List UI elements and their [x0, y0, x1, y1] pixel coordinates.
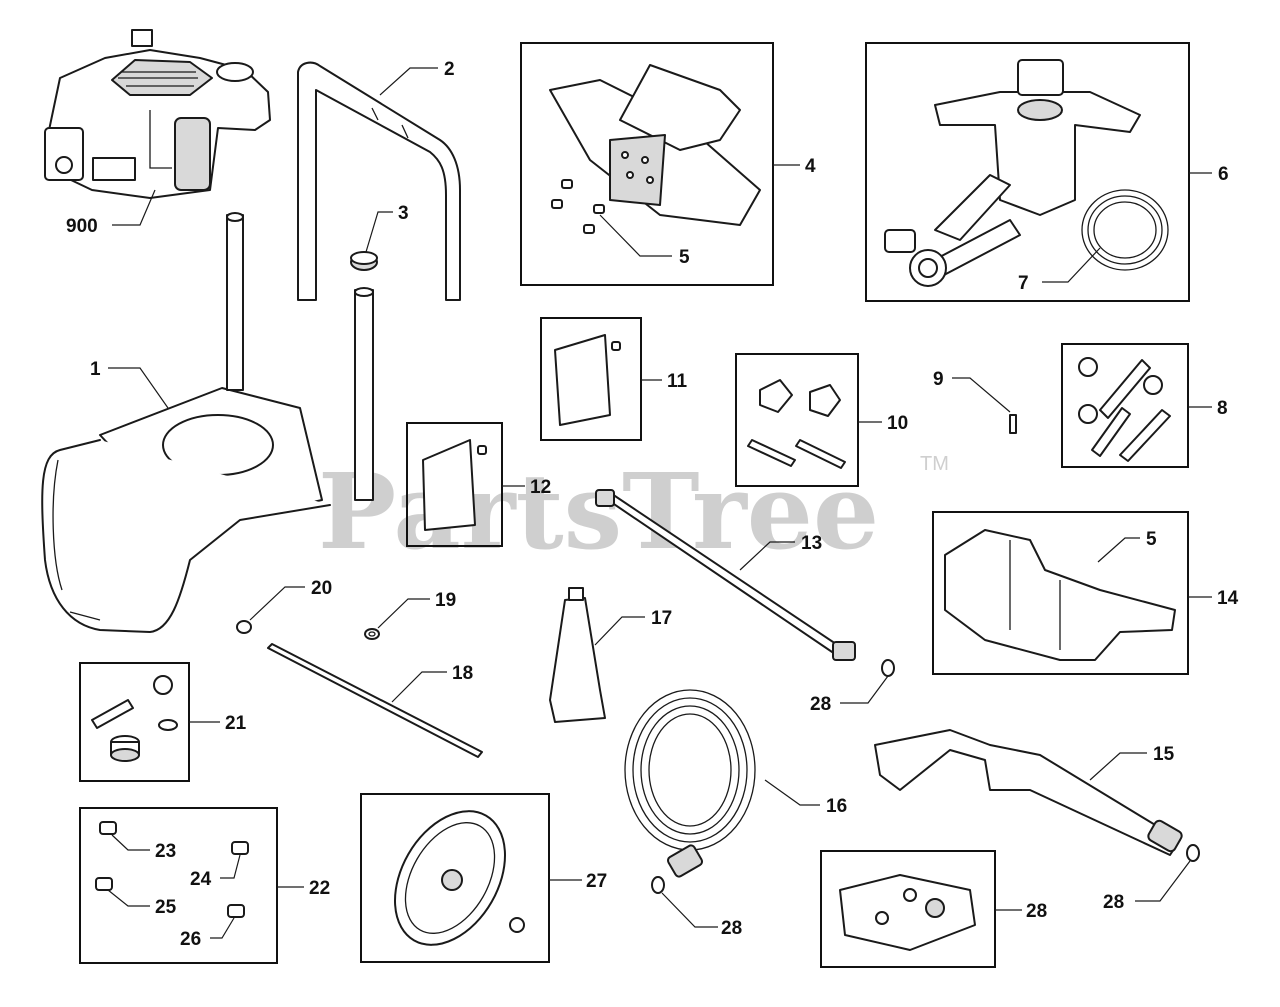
pump-part[interactable] — [884, 59, 1169, 287]
callout-label-12: 12 — [530, 477, 551, 498]
axle-part[interactable] — [267, 643, 483, 758]
callout-label-26: 26 — [180, 929, 201, 950]
leader-17 — [594, 616, 645, 646]
leader-5b — [1097, 537, 1140, 563]
leader-25 — [107, 889, 150, 907]
leader-24 — [220, 854, 241, 879]
key-part[interactable] — [1009, 414, 1017, 434]
hardware-set-21[interactable] — [91, 675, 178, 762]
group-box-28 — [820, 850, 996, 968]
leader-16 — [764, 779, 820, 806]
callout-label-10: 10 — [887, 413, 908, 434]
callout-label-28b: 28 — [721, 918, 742, 939]
callout-label-19: 19 — [435, 590, 456, 611]
knob-set-part[interactable] — [747, 379, 846, 469]
callout-label-28c: 28 — [1026, 901, 1047, 922]
leader-9 — [952, 377, 1011, 413]
group-box-14 — [932, 511, 1189, 675]
callout-label-22: 22 — [309, 878, 330, 899]
group-box-10 — [735, 353, 859, 487]
group-box-27 — [360, 793, 550, 963]
callout-label-2: 2 — [444, 59, 455, 80]
washer-part-19[interactable] — [364, 628, 380, 640]
callout-label-8: 8 — [1217, 398, 1228, 419]
washer-part-28[interactable] — [651, 659, 1200, 894]
group-box-4 — [520, 42, 774, 286]
plate-part-12[interactable] — [422, 439, 487, 531]
frame-part[interactable] — [41, 212, 374, 633]
leader-28d — [1135, 860, 1191, 902]
callout-label-24: 24 — [190, 869, 212, 890]
spray-gun-part[interactable] — [874, 729, 1183, 856]
leader-900 — [112, 189, 156, 226]
guard-part[interactable] — [944, 529, 1176, 661]
callout-label-18: 18 — [452, 663, 473, 684]
mount-bracket-part[interactable] — [549, 64, 761, 234]
callout-label-14: 14 — [1217, 588, 1239, 609]
callout-label-28a: 28 — [810, 694, 831, 715]
leader-15 — [1089, 752, 1147, 781]
handle-part[interactable] — [297, 61, 461, 301]
callout-label-6: 6 — [1218, 164, 1229, 185]
detergent-bottle-part[interactable] — [549, 587, 606, 723]
wheel-part[interactable] — [372, 792, 527, 965]
clip-part-20[interactable] — [236, 620, 252, 634]
callout-label-21: 21 — [225, 713, 247, 734]
callout-label-15: 15 — [1153, 744, 1175, 765]
callout-label-5a: 5 — [679, 247, 690, 268]
callout-label-9: 9 — [933, 369, 944, 390]
group-box-22 — [79, 807, 278, 964]
leader-20 — [249, 586, 305, 621]
callout-label-27: 27 — [586, 871, 607, 892]
watermark-trademark: TM — [920, 453, 949, 475]
callout-label-20: 20 — [311, 578, 332, 599]
leader-1 — [108, 367, 169, 409]
leader-7 — [1042, 247, 1101, 283]
cap-part[interactable] — [350, 251, 378, 271]
leader-28b — [661, 892, 718, 928]
leader-26 — [210, 917, 235, 939]
leader-19 — [377, 598, 430, 629]
callout-label-23: 23 — [155, 841, 176, 862]
bolt-set-part[interactable] — [1078, 357, 1171, 462]
group-box-12 — [406, 422, 503, 547]
leader-28a — [840, 675, 889, 704]
leader-13 — [739, 541, 795, 571]
callout-label-17: 17 — [651, 608, 672, 629]
callout-label-25: 25 — [155, 897, 177, 918]
watermark-text: PartsTree — [318, 450, 879, 573]
group-box-6 — [865, 42, 1190, 302]
lance-part[interactable] — [595, 489, 856, 661]
group-box-11 — [540, 317, 642, 441]
callout-label-1: 1 — [90, 359, 101, 380]
callout-label-13: 13 — [801, 533, 822, 554]
callout-label-7: 7 — [1018, 273, 1029, 294]
callout-label-900: 900 — [66, 216, 98, 237]
callout-label-11: 11 — [667, 371, 688, 392]
screw-set-22[interactable] — [95, 821, 249, 918]
engine-part[interactable] — [44, 29, 271, 199]
hose-part[interactable] — [624, 689, 756, 878]
plate-part[interactable] — [554, 334, 621, 426]
leader-3 — [365, 211, 393, 253]
valve-plate-part[interactable] — [839, 874, 976, 951]
callout-label-28d: 28 — [1103, 892, 1124, 913]
callout-label-5b: 5 — [1146, 529, 1157, 550]
leader-5a — [599, 214, 672, 257]
callout-label-3: 3 — [398, 203, 409, 224]
callout-label-16: 16 — [826, 796, 847, 817]
group-box-8 — [1061, 343, 1189, 468]
leader-23 — [111, 834, 150, 851]
leader-2 — [379, 67, 438, 96]
callout-label-4: 4 — [805, 156, 816, 177]
leader-18 — [391, 671, 447, 703]
